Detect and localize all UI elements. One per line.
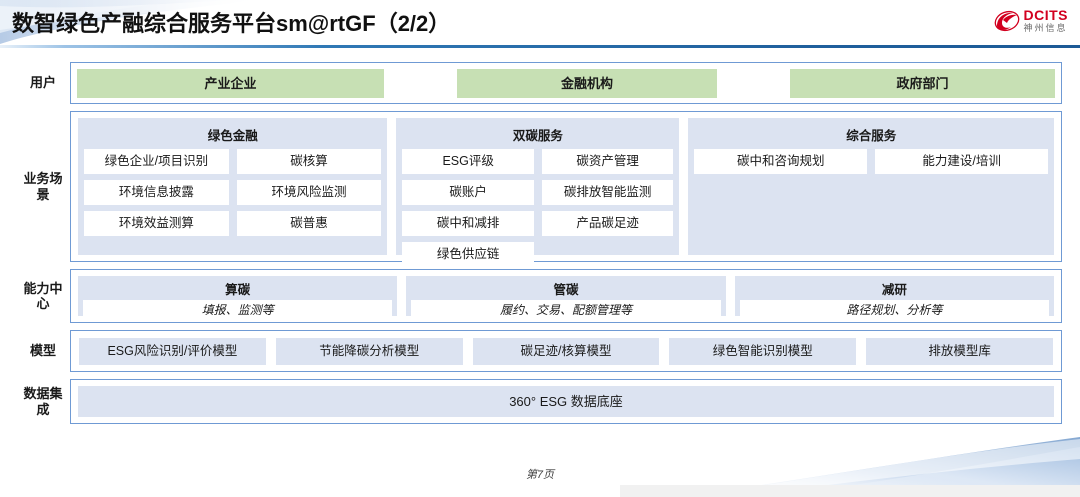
user-chip-financial[interactable]: 金融机构 <box>457 68 717 98</box>
capability-title: 算碳 <box>225 283 251 297</box>
capability-group-jianyan[interactable]: 减研 路径规划、分析等 <box>734 276 1054 321</box>
row-capability: 能力中心 算碳 填报、监测等 管碳 履约、交易、配额管理等 减研 路径规划、分析… <box>18 269 1062 323</box>
scenario-item[interactable]: 能力建设/培训 <box>875 149 1048 174</box>
logo-text: DCITS 神州信息 <box>1024 8 1069 33</box>
models-panel: ESG风险识别/评价模型 节能降碳分析模型 碳足迹/核算模型 绿色智能识别模型 … <box>70 330 1062 372</box>
row-scenarios: 业务场景 绿色金融 绿色企业/项目识别 碳核算 环境信息披露 环境风险监测 环境… <box>18 111 1062 267</box>
scenario-item[interactable]: 环境效益测算 <box>84 211 229 236</box>
scenario-item[interactable]: 碳中和减排 <box>402 211 534 236</box>
model-item[interactable]: 节能降碳分析模型 <box>275 337 463 365</box>
scenario-group-dual-carbon: 双碳服务 ESG评级 碳资产管理 碳账户 碳排放智能监测 碳中和减排 产品碳足迹… <box>396 118 680 267</box>
logo-text-cn: 神州信息 <box>1023 23 1068 33</box>
capability-subtitle: 履约、交易、配额管理等 <box>411 300 721 321</box>
row-label-scenarios: 业务场景 <box>23 171 63 202</box>
capability-panel: 算碳 填报、监测等 管碳 履约、交易、配额管理等 减研 路径规划、分析等 <box>70 269 1062 323</box>
scenario-item-list: ESG评级 碳资产管理 碳账户 碳排放智能监测 碳中和减排 产品碳足迹 绿色供应… <box>402 149 674 267</box>
data-foundation-bar[interactable]: 360° ESG 数据底座 <box>78 386 1054 417</box>
scenario-group-green-finance: 绿色金融 绿色企业/项目识别 碳核算 环境信息披露 环境风险监测 环境效益测算 … <box>78 118 388 255</box>
row-label-users: 用户 <box>29 75 56 91</box>
scenario-item[interactable]: 环境信息披露 <box>84 180 229 205</box>
scenario-item[interactable]: 环境风险监测 <box>236 180 382 205</box>
brand-logo: DCITS 神州信息 <box>994 8 1069 33</box>
row-label-models: 模型 <box>29 343 56 359</box>
scenario-group-title: 绿色金融 <box>207 129 258 143</box>
capability-subtitle: 填报、监测等 <box>83 300 393 321</box>
scenario-item-list: 碳中和咨询规划 能力建设/培训 <box>694 149 1048 174</box>
users-panel: 产业企业 金融机构 政府部门 <box>70 62 1062 104</box>
scenario-item[interactable]: 绿色供应链 <box>402 242 534 267</box>
row-models: 模型 ESG风险识别/评价模型 节能降碳分析模型 碳足迹/核算模型 绿色智能识别… <box>18 330 1062 372</box>
scenario-item[interactable]: 绿色企业/项目识别 <box>84 149 229 174</box>
scenario-item[interactable]: 碳排放智能监测 <box>541 180 674 205</box>
scenario-item[interactable]: 碳资产管理 <box>541 149 674 174</box>
capability-title: 管碳 <box>553 283 579 297</box>
scenarios-panel: 绿色金融 绿色企业/项目识别 碳核算 环境信息披露 环境风险监测 环境效益测算 … <box>70 111 1062 267</box>
architecture-diagram: 用户 产业企业 金融机构 政府部门 业务场景 绿色金融 绿色企业/项目识别 碳核… <box>18 62 1062 424</box>
model-item[interactable]: 碳足迹/核算模型 <box>472 337 660 365</box>
user-chip-government[interactable]: 政府部门 <box>789 68 1055 98</box>
scenario-group-comprehensive: 综合服务 碳中和咨询规划 能力建设/培训 <box>688 118 1054 255</box>
capability-title: 减研 <box>881 283 907 297</box>
scenario-group-title: 双碳服务 <box>512 129 563 143</box>
model-item[interactable]: 排放模型库 <box>866 337 1053 365</box>
scenario-item[interactable]: 碳核算 <box>236 149 382 174</box>
row-data-integration: 数据集成 360° ESG 数据底座 <box>18 379 1062 424</box>
logo-text-en: DCITS <box>1023 7 1068 23</box>
scenario-item[interactable]: 碳账户 <box>402 180 534 205</box>
capability-group-suantan[interactable]: 算碳 填报、监测等 <box>78 276 398 321</box>
model-item[interactable]: 绿色智能识别模型 <box>669 337 857 365</box>
footer-strip <box>620 485 1080 497</box>
scenario-item-list: 绿色企业/项目识别 碳核算 环境信息披露 环境风险监测 环境效益测算 碳普惠 <box>84 149 382 236</box>
capability-subtitle: 路径规划、分析等 <box>739 300 1049 321</box>
scenario-item[interactable]: 碳中和咨询规划 <box>694 149 868 174</box>
row-label-capability: 能力中心 <box>23 280 63 311</box>
header-divider <box>0 45 1080 48</box>
data-integration-panel: 360° ESG 数据底座 <box>70 379 1062 424</box>
scenario-item[interactable]: ESG评级 <box>402 149 534 174</box>
scenario-group-title: 综合服务 <box>846 129 897 143</box>
capability-group-guantan[interactable]: 管碳 履约、交易、配额管理等 <box>406 276 726 321</box>
dcits-swirl-icon <box>994 10 1019 31</box>
model-item[interactable]: ESG风险识别/评价模型 <box>79 337 266 365</box>
row-label-data-integration: 数据集成 <box>23 386 63 417</box>
footer-page-number: 第7页 <box>525 469 555 481</box>
page-title: 数智绿色产融综合服务平台sm@rtGF（2/2） <box>12 11 451 36</box>
scenario-item[interactable]: 产品碳足迹 <box>541 211 674 236</box>
slide-header: 数智绿色产融综合服务平台sm@rtGF（2/2） DCITS 神州信息 <box>0 0 1080 48</box>
row-users: 用户 产业企业 金融机构 政府部门 <box>18 62 1062 104</box>
scenario-item[interactable]: 碳普惠 <box>236 211 382 236</box>
user-chip-industry[interactable]: 产业企业 <box>77 68 385 98</box>
